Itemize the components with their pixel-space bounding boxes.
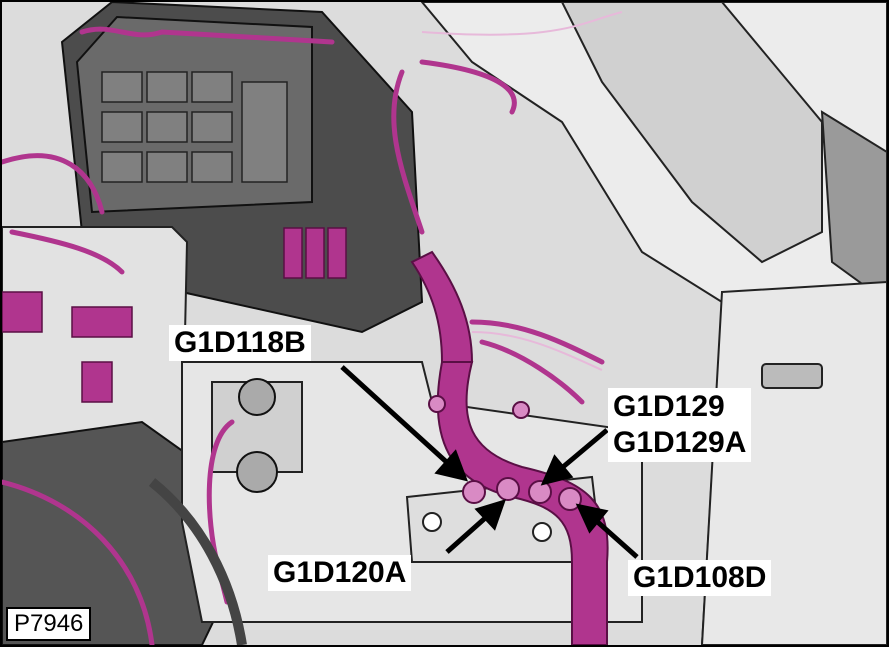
callout-g1d108d-label: G1D108D: [633, 561, 767, 594]
g1d118b-leader-arrow: [340, 365, 454, 469]
callout-g1d120a-label: G1D120A: [273, 556, 407, 589]
g1d118b-arrow-head: [434, 449, 468, 482]
figure-id-label: P7946: [6, 607, 92, 641]
g1d120a-arrow-head: [474, 499, 506, 531]
callout-g1d129-label: G1D129: [613, 390, 725, 423]
callout-g1d129a-label: G1D129A: [613, 426, 747, 459]
callout-g1d108d: G1D108D: [628, 560, 772, 596]
g1d108d-arrow-head: [575, 503, 609, 534]
callout-g1d129: G1D129 G1D129A: [608, 388, 752, 462]
g1d129-leader-arrow: [555, 428, 609, 474]
callout-g1d118b-label: G1D118B: [174, 326, 306, 359]
g1d129-arrow-head: [540, 454, 574, 486]
callout-g1d118b: G1D118B: [169, 325, 311, 361]
callout-g1d120a: G1D120A: [268, 555, 412, 591]
g1d108d-leader-arrow: [590, 515, 639, 559]
